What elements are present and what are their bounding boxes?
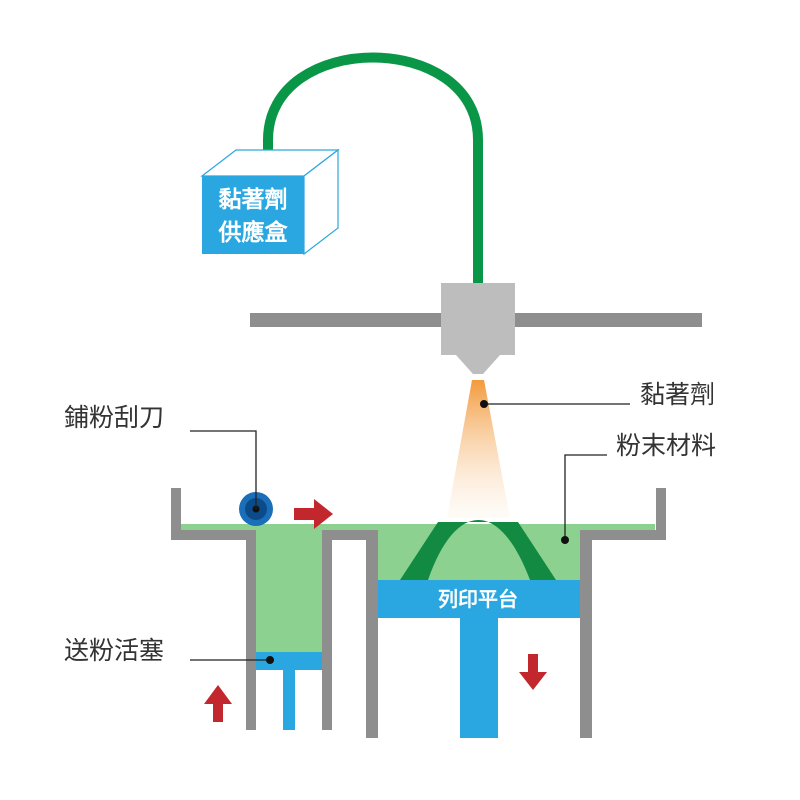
binder-leader-dot xyxy=(480,400,488,408)
binder-supply-tube xyxy=(263,52,483,285)
recoater-blade-label: 鋪粉刮刀 xyxy=(64,403,164,432)
build-platform-shaft xyxy=(460,618,498,738)
powder-leader-dot xyxy=(561,536,569,544)
recoater-direction-arrow xyxy=(294,499,333,529)
binder-label: 黏著劑 xyxy=(640,380,715,409)
build-chamber-right-wall xyxy=(580,488,666,738)
feed-piston-rod xyxy=(283,670,295,730)
powder-leader-line xyxy=(564,454,607,540)
print-head xyxy=(441,283,515,374)
feed-chamber-powder xyxy=(256,530,322,652)
binder-supply-box: 黏著劑 供應盒 xyxy=(200,148,340,256)
print-head-body xyxy=(441,283,515,355)
left-outer-wall xyxy=(171,488,256,730)
feed-piston-up-arrow xyxy=(204,685,232,722)
platform-down-arrow xyxy=(519,654,547,690)
recoater-leader-line xyxy=(190,430,257,509)
leader-lines xyxy=(190,400,630,664)
printed-part xyxy=(400,520,556,580)
supply-box-front xyxy=(202,176,304,254)
feed-chamber-right-wall xyxy=(322,530,332,730)
machine-walls xyxy=(171,488,666,738)
build-platform xyxy=(377,580,580,618)
feed-piston-label: 送粉活塞 xyxy=(64,636,164,665)
feed-piston-leader-dot xyxy=(266,656,274,664)
supply-box-label-line1: 黏著劑 xyxy=(219,186,288,213)
supply-box-label-line2: 供應盒 xyxy=(218,219,289,246)
powder-material-label: 粉末材料 xyxy=(616,431,716,460)
binder-spray xyxy=(447,380,510,518)
powder-top-layer xyxy=(180,524,655,534)
build-chamber-left-wall xyxy=(332,530,378,738)
build-platform-label: 列印平台 xyxy=(438,587,518,611)
feed-piston xyxy=(256,652,322,670)
print-head-nozzle xyxy=(456,355,500,374)
